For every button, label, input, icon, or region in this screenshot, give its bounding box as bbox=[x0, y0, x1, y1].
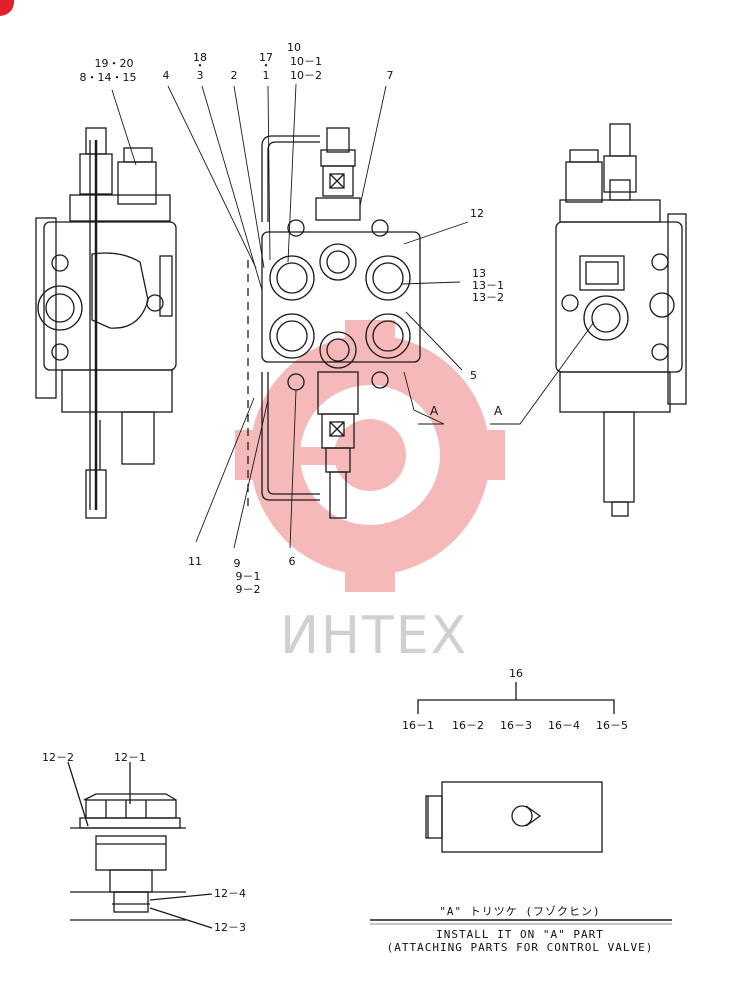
callout-12-3: 12－3 bbox=[214, 921, 246, 934]
callout-17: 17 bbox=[259, 51, 273, 64]
right-valve-view bbox=[555, 123, 687, 517]
callout-16-1: 16－1 bbox=[402, 719, 434, 732]
callout-13-2: 13－2 bbox=[472, 291, 504, 304]
callout-8-14-15: 8・14・15 bbox=[79, 71, 137, 84]
callout-16: 16 bbox=[509, 667, 523, 680]
callout-12-4: 12－4 bbox=[214, 887, 246, 900]
center-valve-view bbox=[247, 127, 421, 519]
callout-17-dot: ・ bbox=[260, 59, 272, 72]
part-12-detail bbox=[67, 761, 213, 929]
callout-4: 4 bbox=[162, 69, 170, 82]
callout-1: 1 bbox=[262, 69, 270, 82]
callout-16-2: 16－2 bbox=[452, 719, 484, 732]
callout-9: 9 bbox=[233, 557, 241, 570]
callout-12-1: 12－1 bbox=[114, 751, 146, 764]
callout-2: 2 bbox=[230, 69, 238, 82]
callout-a-left: A bbox=[430, 404, 439, 418]
part-16-pin bbox=[425, 781, 603, 853]
callout-10-1: 10－1 bbox=[290, 55, 322, 68]
callout-6: 6 bbox=[288, 555, 296, 568]
callout-10: 10 bbox=[287, 41, 301, 54]
callout-5: 5 bbox=[470, 369, 477, 382]
callout-19-20: 19・20 bbox=[94, 57, 134, 70]
callout-7: 7 bbox=[386, 69, 394, 82]
caption-attaching-line: (ATTACHING PARTS FOR CONTROL VALVE) bbox=[386, 941, 654, 954]
caption-install-line: INSTALL IT ON "A" PART bbox=[436, 928, 604, 941]
callout-13: 13 bbox=[472, 267, 486, 280]
callout-18-dot: ・ bbox=[194, 59, 206, 72]
callout-9-1: 9－1 bbox=[235, 570, 261, 583]
callout-16-3: 16－3 bbox=[500, 719, 532, 732]
callout-18: 18 bbox=[193, 51, 207, 64]
caption-japanese: "A" トリツケ (フゾクヒン) bbox=[439, 905, 601, 918]
callout-12-2: 12－2 bbox=[42, 751, 74, 764]
watermark-text: ИНТЕХ bbox=[280, 606, 469, 666]
callout-9-2: 9－2 bbox=[235, 583, 261, 596]
callout-10-2: 10－2 bbox=[290, 69, 322, 82]
callout-16-4: 16－4 bbox=[548, 719, 580, 732]
callout-12: 12 bbox=[470, 207, 484, 220]
callout-13-1: 13－1 bbox=[472, 279, 504, 292]
callout-3: 3 bbox=[196, 69, 204, 82]
callout-16-5: 16－5 bbox=[596, 719, 628, 732]
callout-a-right: A bbox=[494, 404, 503, 418]
callout-11: 11 bbox=[188, 555, 202, 568]
left-valve-view bbox=[35, 127, 177, 519]
